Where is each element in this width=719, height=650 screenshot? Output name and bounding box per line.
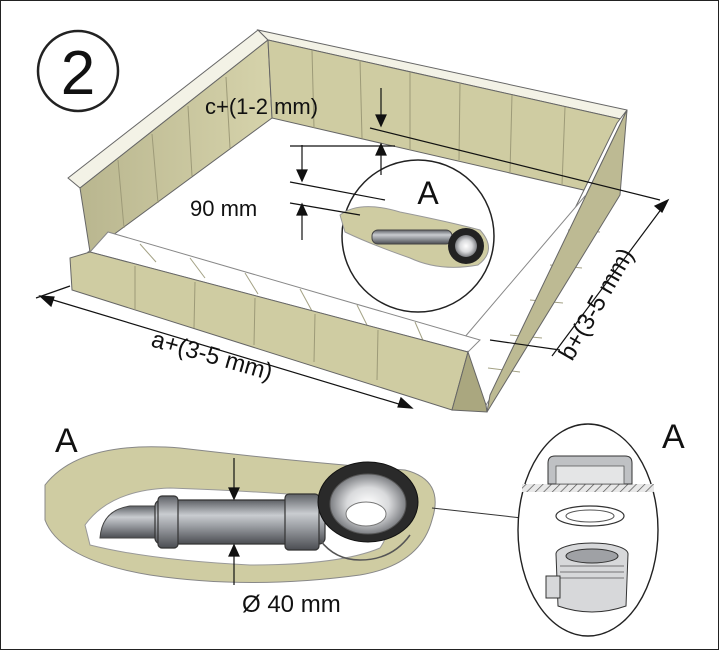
- detail-label-right: A: [662, 418, 685, 456]
- front-top-tile-lines: [139, 243, 426, 346]
- drain-detail-left: [44, 446, 436, 583]
- tray-box: [67, 29, 628, 413]
- front-wall-tiles: [134, 266, 379, 381]
- dim-height-label: c+(1-2 mm): [205, 94, 318, 119]
- front-corner: [451, 350, 488, 413]
- dim-depth-label: 90 mm: [190, 196, 257, 221]
- dim-diameter-label: Ø 40 mm: [242, 591, 341, 618]
- detail-label-left: A: [55, 422, 78, 460]
- dim-width: [489, 198, 670, 357]
- step-number: 2: [61, 39, 95, 108]
- leader-line: [431, 507, 523, 519]
- dim-depth: [289, 145, 386, 240]
- exploded-view: [517, 423, 659, 637]
- step-badge: 2: [36, 29, 120, 113]
- detail-circle-top: A: [339, 159, 495, 313]
- dim-length: [35, 285, 414, 409]
- back-wall-tiles: [117, 49, 566, 229]
- dim-diameter: [228, 458, 240, 585]
- dim-height: [290, 88, 661, 201]
- detail-label-circle: A: [417, 175, 439, 211]
